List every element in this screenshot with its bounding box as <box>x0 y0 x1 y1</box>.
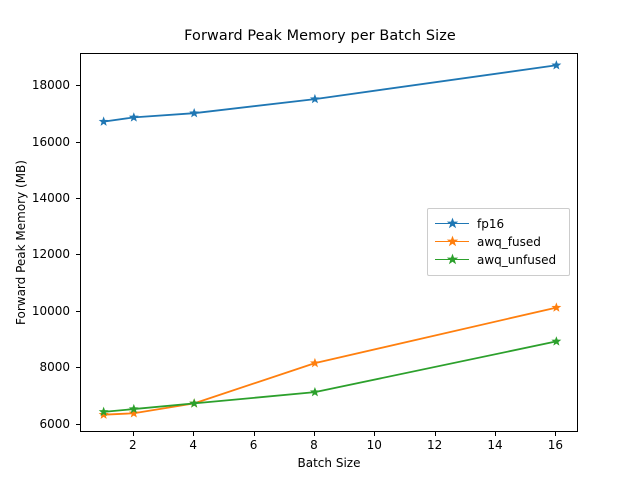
y-tick-label: 14000 <box>31 191 70 206</box>
data-point-marker-awq_unfused <box>98 406 109 417</box>
legend-entry-awq-fused[interactable]: awq_fused <box>435 233 561 251</box>
data-point-marker-awq_unfused <box>128 403 139 414</box>
y-tick-mark <box>76 85 80 87</box>
legend-swatch-fp16 <box>435 217 469 231</box>
y-tick-label: 8000 <box>39 360 70 375</box>
legend-swatch-awq-fused <box>435 235 469 249</box>
data-point-marker-awq_fused <box>98 409 109 419</box>
series-line-fp16 <box>103 64 557 123</box>
data-point-marker-fp16 <box>189 107 200 118</box>
y-tick-label: 16000 <box>31 134 70 149</box>
legend-box: fp16 awq_fused awq_unfused <box>427 208 570 276</box>
x-tick-mark <box>313 432 315 436</box>
data-point-marker-awq_fused <box>128 408 139 418</box>
x-tick-label: 2 <box>128 438 137 452</box>
x-tick-label: 10 <box>366 438 382 452</box>
x-axis-label: Batch Size <box>297 456 361 470</box>
star-marker-icon <box>446 253 459 265</box>
data-point-marker-fp16 <box>551 60 562 70</box>
x-tick-label: 16 <box>547 438 563 452</box>
y-tick-label: 10000 <box>31 303 70 318</box>
series-line-awq_fused <box>103 306 557 416</box>
y-tick-mark <box>76 310 80 312</box>
y-tick-mark <box>76 198 80 200</box>
y-tick-mark <box>76 423 80 425</box>
y-tick-mark <box>76 254 80 256</box>
data-point-marker-awq_unfused <box>309 386 320 397</box>
legend-swatch-awq-unfused <box>435 253 469 267</box>
y-tick-mark <box>76 367 80 369</box>
x-tick-label: 4 <box>189 438 197 452</box>
data-point-marker-awq_unfused <box>551 336 562 346</box>
star-marker-icon <box>446 217 459 229</box>
y-tick-mark <box>76 141 80 143</box>
data-point-marker-awq_unfused <box>189 398 200 408</box>
data-point-marker-fp16 <box>98 116 109 126</box>
y-tick-label: 18000 <box>31 78 70 93</box>
y-axis-label: Forward Peak Memory (MB) <box>14 160 28 325</box>
x-tick-mark <box>193 432 195 436</box>
x-tick-label: 14 <box>487 438 503 452</box>
x-tick-label: 6 <box>249 438 258 452</box>
y-tick-label: 12000 <box>31 247 70 262</box>
legend-label-awq-unfused: awq_unfused <box>477 253 557 267</box>
legend-entry-awq-unfused[interactable]: awq_unfused <box>435 251 561 269</box>
y-tick-label: 6000 <box>39 416 70 431</box>
data-point-marker-fp16 <box>309 93 320 104</box>
x-tick-label: 12 <box>426 438 443 452</box>
data-point-marker-fp16 <box>128 112 139 122</box>
star-marker-icon <box>446 235 459 247</box>
x-tick-mark <box>555 432 557 436</box>
x-tick-mark <box>253 432 255 436</box>
chart-title: Forward Peak Memory per Batch Size <box>184 28 456 44</box>
x-tick-label: 8 <box>310 438 318 452</box>
x-tick-mark <box>132 432 134 436</box>
legend-label-fp16: fp16 <box>477 217 505 231</box>
legend-entry-fp16[interactable]: fp16 <box>435 215 561 233</box>
x-tick-mark <box>374 432 376 436</box>
legend-label-awq-fused: awq_fused <box>477 235 541 249</box>
series-line-awq_unfused <box>103 340 557 413</box>
data-point-marker-awq_fused <box>309 357 320 368</box>
x-tick-mark <box>495 432 496 436</box>
series-plot <box>98 60 562 419</box>
x-tick-mark <box>434 432 436 436</box>
data-point-marker-awq_fused <box>551 302 562 312</box>
